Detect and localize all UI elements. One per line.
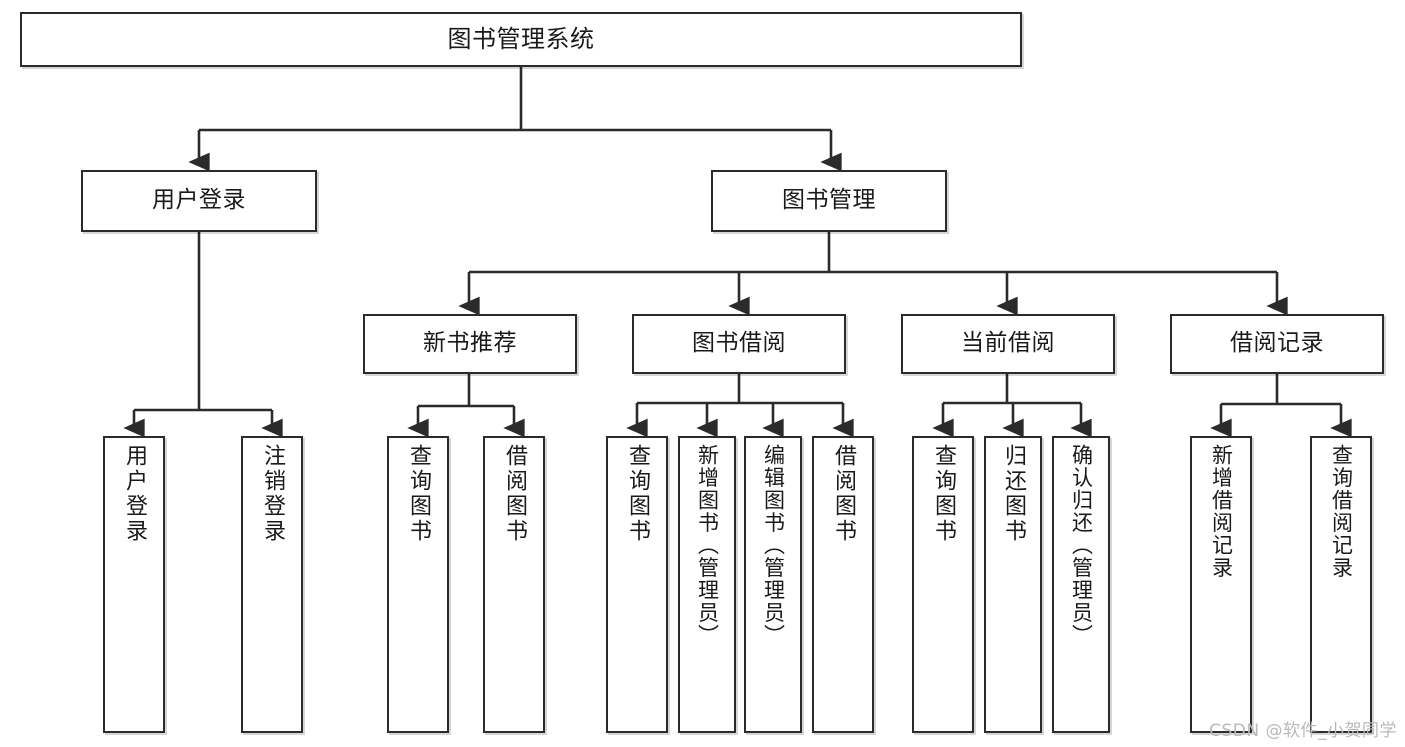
node-book-manage[interactable]: 图书管理 xyxy=(711,170,947,232)
node-leaf-add-record-label: 新增借阅记录 xyxy=(1209,444,1234,579)
node-new-book-rec-label: 新书推荐 xyxy=(423,330,517,357)
node-user-login-label: 用户登录 xyxy=(152,187,246,214)
node-leaf-query-book-1[interactable]: 查询图书 xyxy=(387,436,449,733)
node-root[interactable]: 图书管理系统 xyxy=(20,12,1022,67)
node-leaf-query-book-2-label: 查询图书 xyxy=(625,444,650,544)
node-leaf-edit-book-label: 编辑图书（管理员） xyxy=(761,444,786,647)
node-leaf-edit-book[interactable]: 编辑图书（管理员） xyxy=(744,436,802,733)
node-leaf-add-record[interactable]: 新增借阅记录 xyxy=(1190,436,1252,733)
node-leaf-confirm-return-label: 确认归还（管理员） xyxy=(1069,444,1094,647)
csdn-watermark: CSDN @软件_小贺同学 xyxy=(1209,721,1397,741)
node-leaf-query-book-2[interactable]: 查询图书 xyxy=(606,436,668,733)
node-current-borrow[interactable]: 当前借阅 xyxy=(901,314,1115,374)
node-leaf-add-book[interactable]: 新增图书（管理员） xyxy=(678,436,736,733)
node-leaf-logout[interactable]: 注销登录 xyxy=(241,436,303,733)
node-leaf-return-book-label: 归还图书 xyxy=(1001,444,1026,544)
node-leaf-user-login[interactable]: 用户登录 xyxy=(103,436,165,733)
node-leaf-borrow-book-2[interactable]: 借阅图书 xyxy=(812,436,874,733)
node-leaf-query-book-3[interactable]: 查询图书 xyxy=(912,436,974,733)
node-leaf-query-book-1-label: 查询图书 xyxy=(406,444,431,544)
node-leaf-confirm-return[interactable]: 确认归还（管理员） xyxy=(1052,436,1110,733)
node-book-borrow[interactable]: 图书借阅 xyxy=(632,314,846,374)
node-book-manage-label: 图书管理 xyxy=(782,187,876,214)
node-borrow-record-label: 借阅记录 xyxy=(1230,330,1324,357)
node-leaf-borrow-book-1-label: 借阅图书 xyxy=(502,444,527,544)
node-current-borrow-label: 当前借阅 xyxy=(961,330,1055,357)
node-borrow-record[interactable]: 借阅记录 xyxy=(1170,314,1384,374)
node-leaf-borrow-book-1[interactable]: 借阅图书 xyxy=(483,436,545,733)
node-leaf-query-record-label: 查询借阅记录 xyxy=(1329,444,1354,579)
node-leaf-borrow-book-2-label: 借阅图书 xyxy=(831,444,856,544)
node-leaf-query-record[interactable]: 查询借阅记录 xyxy=(1310,436,1372,733)
node-leaf-return-book[interactable]: 归还图书 xyxy=(984,436,1042,733)
node-user-login[interactable]: 用户登录 xyxy=(81,170,317,232)
node-new-book-rec[interactable]: 新书推荐 xyxy=(363,314,577,374)
node-leaf-add-book-label: 新增图书（管理员） xyxy=(695,444,720,647)
node-root-label: 图书管理系统 xyxy=(447,25,595,54)
node-leaf-logout-label: 注销登录 xyxy=(260,444,285,544)
node-leaf-query-book-3-label: 查询图书 xyxy=(931,444,956,544)
node-leaf-user-login-label: 用户登录 xyxy=(122,444,147,544)
node-book-borrow-label: 图书借阅 xyxy=(692,330,786,357)
